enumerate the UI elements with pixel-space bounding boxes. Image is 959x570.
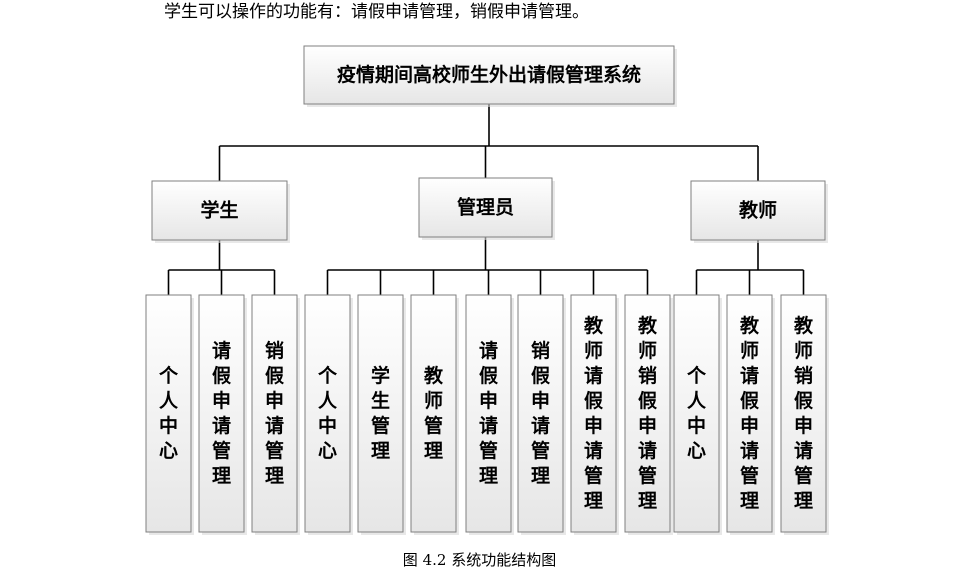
role-admin-function-label: 教师请假申请管理	[584, 314, 604, 512]
role-teacher-function-1: 个人中心	[673, 294, 722, 535]
role-student-function-1-box	[145, 294, 192, 533]
role-admin-function-label: 学生管理	[371, 364, 390, 462]
figure-caption: 图 4.2 系统功能结构图	[402, 551, 557, 569]
role-admin-function-1: 个人中心	[304, 294, 353, 535]
role-admin-function-6-box	[570, 294, 617, 533]
role-admin-label: 管理员	[457, 196, 514, 219]
root-node: 疫情期间高校师生外出请假管理系统	[303, 45, 677, 107]
role-admin-function-1-box	[304, 294, 351, 533]
role-admin: 管理员	[418, 177, 555, 240]
connector-lines	[167, 104, 805, 295]
role-teacher-function-3-box	[780, 294, 827, 533]
role-teacher-function-label: 教师销假申请管理	[794, 314, 814, 512]
root-node-label: 疫情期间高校师生外出请假管理系统	[337, 63, 641, 86]
role-teacher-function-2-box	[726, 294, 773, 533]
intro-text: 学生可以操作的功能有：请假申请管理，销假申请管理。	[164, 2, 589, 22]
role-student-function-1: 个人中心	[145, 294, 194, 535]
role-admin-function-2-box	[357, 294, 404, 533]
role-teacher-box	[690, 180, 826, 241]
role-admin-function-label: 销假申请管理	[531, 339, 550, 487]
role-student-box	[151, 180, 288, 241]
root-node-box	[303, 45, 675, 105]
role-student: 学生	[151, 180, 290, 243]
role-admin-function-2: 学生管理	[357, 294, 406, 535]
role-admin-function-label: 教师销假申请管理	[638, 314, 658, 512]
role-teacher-function-1-box	[673, 294, 720, 533]
role-admin-function-label: 教师管理	[424, 364, 444, 462]
role-student-function-2: 请假申请管理	[198, 294, 247, 535]
role-admin-function-4-box	[465, 294, 512, 533]
role-student-label: 学生	[200, 199, 238, 222]
role-student-function-2-box	[198, 294, 245, 533]
role-student-function-3: 销假申请管理	[251, 294, 300, 535]
role-admin-function-6: 教师请假申请管理	[570, 294, 619, 535]
role-admin-box	[418, 177, 553, 238]
role-admin-function-label: 个人中心	[317, 365, 338, 462]
role-teacher: 教师	[690, 180, 828, 243]
role-admin-function-7-box	[624, 294, 671, 533]
role-teacher-function-2: 教师请假申请管理	[726, 294, 775, 535]
role-admin-function-7: 教师销假申请管理	[624, 294, 673, 535]
role-admin-function-5: 销假申请管理	[517, 294, 566, 535]
role-admin-function-label: 请假申请管理	[479, 339, 498, 487]
role-admin-function-4: 请假申请管理	[465, 294, 514, 535]
role-student-function-label: 个人中心	[158, 365, 179, 462]
role-teacher-label: 教师	[739, 199, 777, 222]
role-student-function-3-box	[251, 294, 298, 533]
role-teacher-function-3: 教师销假申请管理	[780, 294, 829, 535]
role-admin-function-3-box	[410, 294, 457, 533]
role-teacher-function-label: 个人中心	[686, 365, 707, 462]
role-teacher-function-label: 教师请假申请管理	[740, 314, 760, 512]
role-student-function-label: 销假申请管理	[265, 339, 284, 487]
role-student-function-label: 请假申请管理	[212, 339, 231, 487]
role-admin-function-3: 教师管理	[410, 294, 459, 535]
role-admin-function-5-box	[517, 294, 564, 533]
